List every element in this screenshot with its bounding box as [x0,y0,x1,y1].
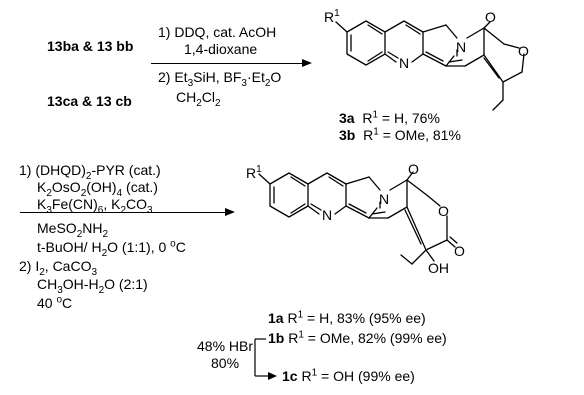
compound-3-ring-nitrogen: N [399,55,409,71]
compound-1-lactam-nitrogen: N [379,191,389,207]
step2-condition-6: 2) I2, CaCO3 [19,258,98,278]
step1-reaction-arrow [151,63,304,64]
compound-1-ring-nitrogen: N [322,207,332,223]
step2-condition-8: 40 oC [37,294,73,311]
step2-condition-1: 1) (DHQD)2-PYR (cat.) [19,162,161,182]
reactant-label: 13ca [47,93,79,109]
step3-reagent: 48% HBr [197,338,254,354]
step2-arrowhead [225,208,235,216]
reactant-ampersand: & [78,93,97,109]
product-3a-label: 3a R1 = H, 76% [339,109,440,126]
reactant-ampersand: & [78,38,97,54]
product-1c-label: 1c R1 = OH (99% ee) [282,367,415,384]
compound-3-r1-label: R1 [324,8,340,25]
reactant-label: 13 bb [96,38,134,54]
step3-yield: 80% [211,355,240,371]
reactant-label: 13 cb [96,93,132,109]
reactant-13ca-13cb: 13ca & 13 cb [47,93,132,109]
step1-arrowhead [302,59,312,67]
compound-1-r1-label: R1 [246,164,262,181]
compound-3-lactam-nitrogen: N [456,39,466,55]
step2-reaction-arrow [20,212,227,213]
compound-3-carbonyl-oxygen: O [485,9,496,25]
compound-1-carbonyl-oxygen: O [408,161,419,177]
step1-condition-2: 1,4-dioxane [184,41,258,57]
product-1a-label: 1a R1 = H, 83% (95% ee) [268,309,426,326]
reactant-13ba-13bb: 13ba & 13 bb [47,38,133,54]
step1-condition-4: CH2Cl2 [176,89,221,109]
reactant-label: 13ba [47,38,79,54]
compound-1-hydroxyl: OH [428,260,449,276]
product-3b-label: 3b R1 = OMe, 81% [339,126,461,143]
step2-condition-5: t-BuOH/ H2O (1:1), 0 oC [37,238,186,259]
compound-1-lactone-oxygen: O [438,203,449,219]
compound-3-pyran-oxygen: O [518,43,529,59]
compound-1-lactone-carbonyl-oxygen: O [454,243,465,259]
step1-condition-3: 2) Et3SiH, BF3·Et2O [158,69,282,89]
step2-condition-3: K3Fe(CN)6, K2CO3 [37,196,153,216]
step2-condition-4: MeSO2NH2 [37,220,109,240]
product-1b-label: 1b R1 = OMe, 82% (99% ee) [268,329,447,346]
compound-1-structure: R1 N N O O O OH [246,161,465,276]
step2-condition-7: CH3OH-H2O (2:1) [37,276,148,296]
step2-condition-2: K2OsO2(OH)4 (cat.) [37,179,158,199]
compound-3-structure: R1 N N O O [324,8,529,111]
step1-condition-1: 1) DDQ, cat. AcOH [158,24,277,40]
